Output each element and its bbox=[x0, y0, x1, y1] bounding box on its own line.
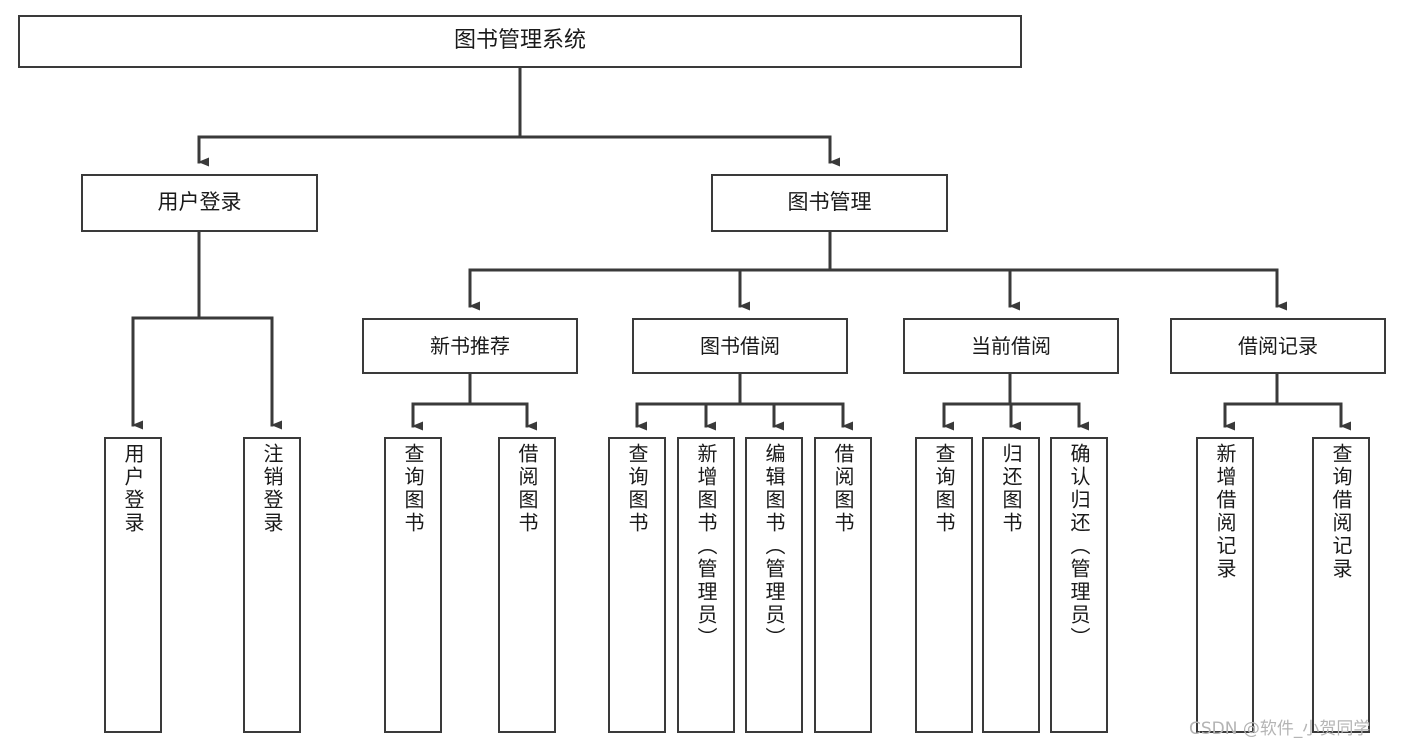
node-user-login-label: 用户登录 bbox=[157, 190, 242, 215]
node-borrow-record-label: 借阅记录 bbox=[1238, 333, 1318, 358]
leaf-add-book[interactable]: 新增图书（管理员） bbox=[677, 437, 735, 733]
leaf-add-book-label: 新增图书（管理员） bbox=[694, 443, 718, 650]
node-book-management[interactable]: 图书管理 bbox=[711, 174, 948, 232]
leaf-query-book-1-label: 查询图书 bbox=[401, 443, 425, 535]
leaf-user-login-label: 用户登录 bbox=[121, 443, 145, 535]
leaf-return-book[interactable]: 归还图书 bbox=[982, 437, 1040, 733]
leaf-confirm-return-label: 确认归还（管理员） bbox=[1067, 443, 1091, 650]
leaf-borrow-book-1[interactable]: 借阅图书 bbox=[498, 437, 556, 733]
leaf-query-book-2[interactable]: 查询图书 bbox=[608, 437, 666, 733]
leaf-logout-login-label: 注销登录 bbox=[260, 443, 284, 535]
leaf-query-book-2-label: 查询图书 bbox=[625, 443, 649, 535]
leaf-borrow-book-2[interactable]: 借阅图书 bbox=[814, 437, 872, 733]
leaf-query-record-label: 查询借阅记录 bbox=[1329, 443, 1353, 581]
node-root-label: 图书管理系统 bbox=[453, 28, 586, 54]
leaf-add-record-label: 新增借阅记录 bbox=[1213, 443, 1237, 581]
leaf-query-record[interactable]: 查询借阅记录 bbox=[1312, 437, 1370, 733]
leaf-query-book-3[interactable]: 查询图书 bbox=[915, 437, 973, 733]
node-user-login[interactable]: 用户登录 bbox=[81, 174, 318, 232]
node-book-management-label: 图书管理 bbox=[787, 190, 872, 215]
node-current-borrow-label: 当前借阅 bbox=[971, 333, 1051, 358]
node-new-book-recommend[interactable]: 新书推荐 bbox=[362, 318, 578, 374]
leaf-borrow-book-1-label: 借阅图书 bbox=[515, 443, 539, 535]
leaf-user-login[interactable]: 用户登录 bbox=[104, 437, 162, 733]
leaf-edit-book[interactable]: 编辑图书（管理员） bbox=[745, 437, 803, 733]
node-current-borrow[interactable]: 当前借阅 bbox=[903, 318, 1119, 374]
node-book-borrow-label: 图书借阅 bbox=[700, 333, 780, 358]
leaf-query-book-3-label: 查询图书 bbox=[932, 443, 956, 535]
node-new-book-recommend-label: 新书推荐 bbox=[430, 333, 510, 358]
leaf-logout-login[interactable]: 注销登录 bbox=[243, 437, 301, 733]
node-root[interactable]: 图书管理系统 bbox=[18, 15, 1022, 68]
node-book-borrow[interactable]: 图书借阅 bbox=[632, 318, 848, 374]
leaf-return-book-label: 归还图书 bbox=[999, 443, 1023, 535]
leaf-edit-book-label: 编辑图书（管理员） bbox=[762, 443, 786, 650]
leaf-borrow-book-2-label: 借阅图书 bbox=[831, 443, 855, 535]
leaf-confirm-return[interactable]: 确认归还（管理员） bbox=[1050, 437, 1108, 733]
node-borrow-record[interactable]: 借阅记录 bbox=[1170, 318, 1386, 374]
leaf-query-book-1[interactable]: 查询图书 bbox=[384, 437, 442, 733]
leaf-add-record[interactable]: 新增借阅记录 bbox=[1196, 437, 1254, 733]
